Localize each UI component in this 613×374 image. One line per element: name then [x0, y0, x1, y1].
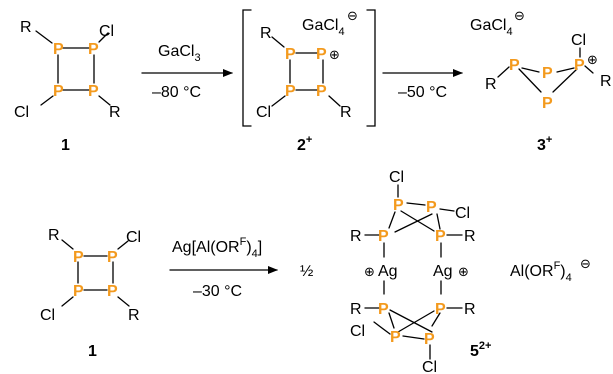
phosphorus-atom: P	[285, 46, 296, 63]
condition-label: –50 °C	[398, 84, 447, 101]
product-3-bonds	[497, 47, 594, 93]
phosphorus-atom: P	[509, 57, 520, 74]
phosphorus-atom: P	[424, 331, 435, 348]
compound-number: 2+	[297, 134, 312, 154]
minus-charge: ⊖	[347, 9, 358, 24]
r-substituent: R	[109, 104, 121, 121]
plus-charge: ⊕	[329, 48, 340, 63]
reaction-arrow-3: Ag[Al(ORF)4] –30 °C	[169, 236, 278, 300]
minus-charge: ⊖	[514, 9, 525, 24]
plus-charge: ⊕	[458, 265, 469, 280]
r-substituent: R	[464, 301, 476, 318]
phosphorus-atom: P	[53, 41, 64, 58]
aluminate-anion: Al(ORF)4	[510, 260, 572, 284]
silver-atom: Ag	[378, 263, 398, 280]
phosphorus-atom: P	[285, 83, 296, 100]
phosphorus-atom: P	[316, 83, 327, 100]
compound-1-top: P P P P R Cl Cl R 1	[14, 19, 121, 154]
compound-1-bottom: P P P P R Cl Cl R 1	[40, 227, 141, 360]
chloro-substituent: Cl	[256, 104, 271, 121]
product-3-plus: P P P P ⊕ R Cl R GaCl4 ⊖ 3+	[470, 9, 612, 154]
phosphorus-atom: P	[107, 249, 118, 266]
phosphorus-atom: P	[107, 283, 118, 300]
phosphorus-atom: P	[88, 41, 99, 58]
compound-number: 1	[61, 137, 70, 154]
silver-atom: Ag	[433, 263, 453, 280]
r-substituent: R	[485, 76, 497, 93]
stoichiometric-coefficient: ½	[300, 263, 313, 280]
phosphorus-atom: P	[378, 301, 389, 318]
compound-1-bottom-bonds	[61, 239, 130, 307]
phosphorus-atom: P	[73, 283, 84, 300]
phosphorus-atom: P	[542, 65, 553, 82]
phosphorus-atom: P	[88, 83, 99, 100]
gallate-anion: GaCl4	[302, 17, 345, 38]
reagent-label: GaCl3	[158, 43, 201, 64]
phosphorus-atom: P	[435, 228, 446, 245]
r-substituent: R	[350, 301, 362, 318]
phosphorus-atom: P	[378, 228, 389, 245]
chloro-substituent: Cl	[422, 359, 437, 374]
chloro-substituent: Cl	[126, 229, 141, 246]
phosphorus-atom: P	[73, 249, 84, 266]
r-substituent: R	[600, 73, 612, 90]
phosphorus-atom: P	[574, 57, 585, 74]
plus-charge: ⊕	[364, 265, 375, 280]
phosphorus-atom: P	[542, 95, 553, 112]
product-5-dication: Cl P P Cl R P P R ⊕ Ag Ag ⊕ R P P R Cl P…	[350, 169, 491, 374]
chloro-substituent: Cl	[571, 32, 586, 49]
condition-label: –30 °C	[193, 283, 242, 300]
aluminate-counter-anion: Al(ORF)4 ⊖	[510, 257, 591, 284]
reaction-arrow-1: GaCl3 –80 °C	[141, 43, 233, 101]
phosphorus-atom: P	[393, 197, 404, 214]
intermediate-2-plus: P P P P ⊕ R Cl R GaCl4 ⊖ 2+	[242, 9, 376, 154]
chloro-substituent: Cl	[350, 323, 365, 340]
phosphorus-atom: P	[390, 329, 401, 346]
r-substituent: R	[464, 228, 476, 245]
compound-number: 52+	[470, 340, 491, 360]
intermediate-bonds	[271, 36, 341, 107]
chloro-substituent: Cl	[389, 169, 404, 186]
chloro-substituent: Cl	[40, 307, 55, 324]
minus-charge: ⊖	[580, 257, 591, 272]
r-substituent: R	[350, 228, 362, 245]
product-5-bonds	[364, 184, 463, 360]
compound-1-top-bonds	[35, 30, 111, 106]
compound-number: 1	[88, 343, 97, 360]
condition-label: –80 °C	[152, 84, 201, 101]
r-substituent: R	[128, 307, 140, 324]
reagent-label: Ag[Al(ORF)4]	[172, 236, 262, 260]
phosphorus-atom: P	[426, 199, 437, 216]
chloro-substituent: Cl	[99, 23, 114, 40]
right-bracket	[366, 9, 376, 127]
r-substituent: R	[340, 104, 352, 121]
r-substituent: R	[20, 19, 32, 36]
reaction-arrow-2: –50 °C	[382, 69, 463, 101]
plus-charge: ⊕	[587, 53, 598, 68]
left-bracket	[242, 9, 252, 127]
r-substituent: R	[48, 227, 60, 244]
phosphorus-atom: P	[53, 83, 64, 100]
gallate-anion: GaCl4	[470, 17, 513, 38]
r-substituent: R	[260, 25, 272, 42]
phosphorus-atom: P	[316, 46, 327, 63]
chloro-substituent: Cl	[455, 205, 470, 222]
chloro-substituent: Cl	[14, 104, 29, 121]
phosphorus-atom: P	[435, 301, 446, 318]
compound-number: 3+	[537, 134, 552, 154]
